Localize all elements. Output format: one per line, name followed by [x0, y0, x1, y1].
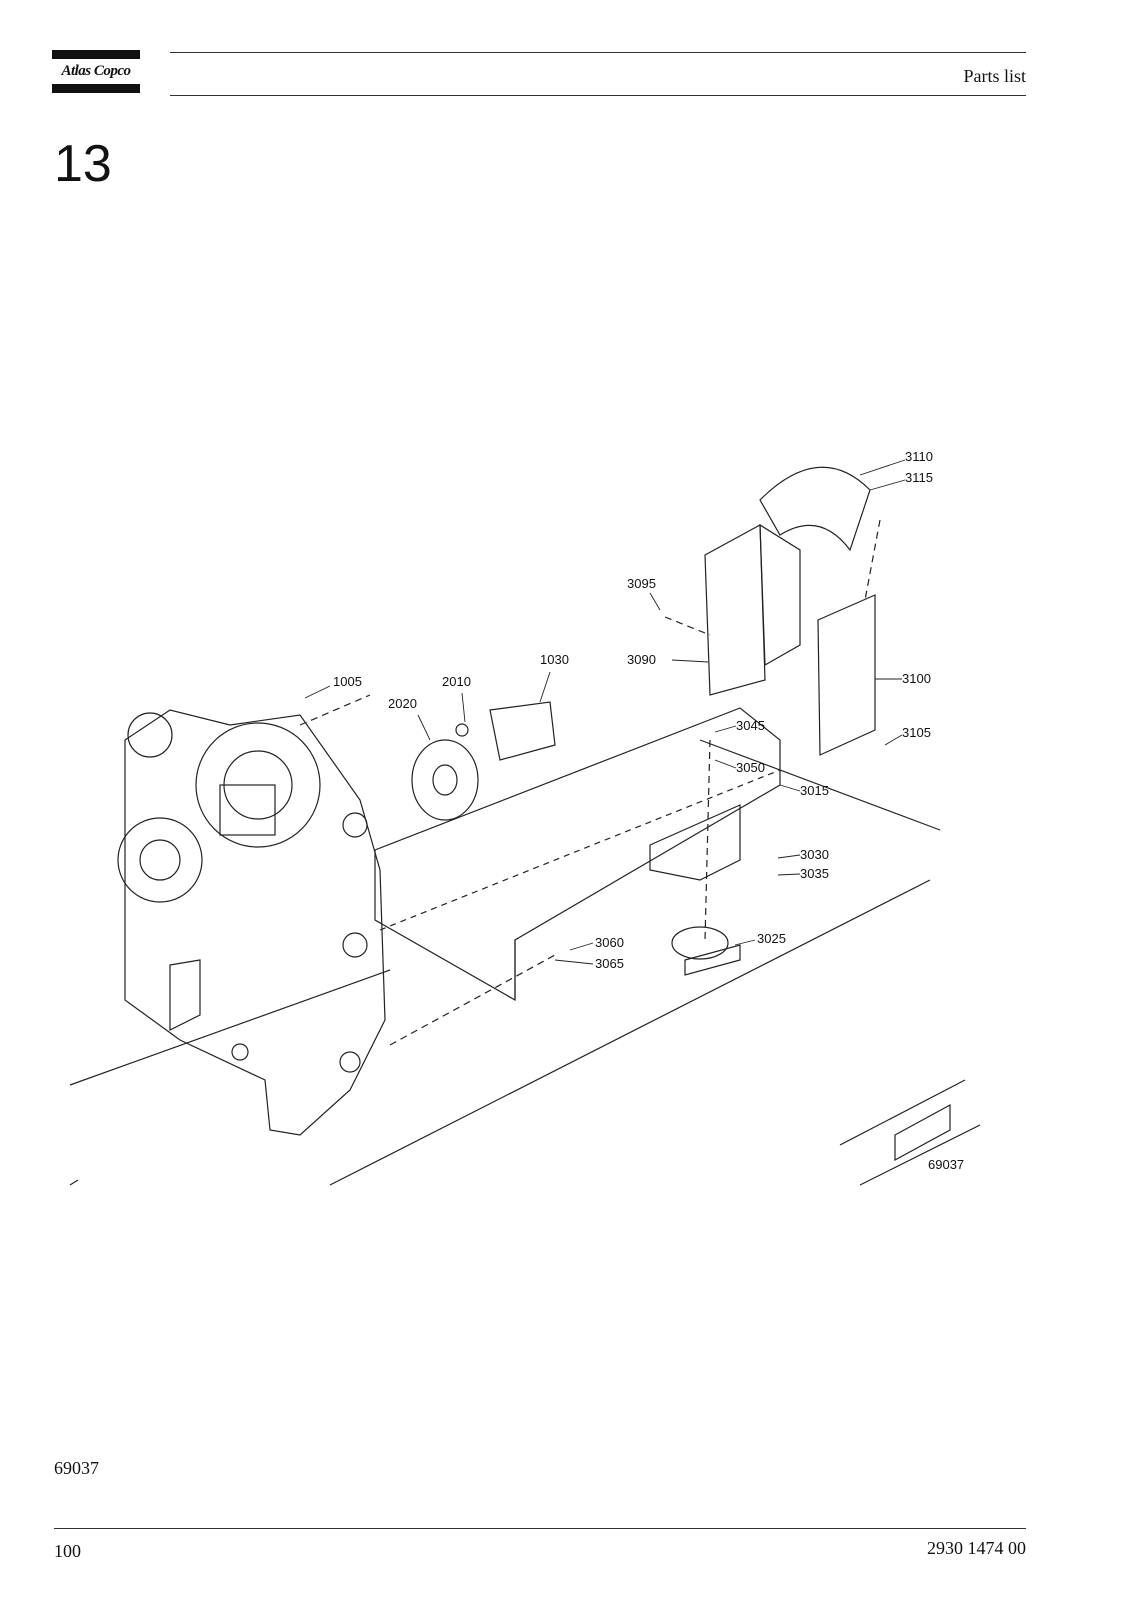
coupling-parts: [411, 701, 741, 976]
callout-3060: 3060: [595, 935, 624, 950]
page-number: 100: [54, 1541, 81, 1561]
gearbox-housing: [117, 709, 386, 1136]
assembly-lines: [299, 519, 881, 1046]
callout-3030: 3030: [800, 847, 829, 862]
callout-3045: 3045: [736, 718, 765, 733]
callout-2020: 2020: [388, 696, 417, 711]
drawing-reference: 69037: [54, 1458, 99, 1478]
callout-2010: 2010: [442, 674, 471, 689]
callout-3025: 3025: [757, 931, 786, 946]
document-number: 2930 1474 00: [927, 1538, 1026, 1558]
callout-3105: 3105: [902, 725, 931, 740]
header-rule-bottom: [170, 95, 1026, 96]
page-title: Parts list: [963, 66, 1026, 86]
callout-3100: 3100: [902, 671, 931, 686]
callout-1005: 1005: [333, 674, 362, 689]
callout-3015: 3015: [800, 783, 829, 798]
footer-rule: [54, 1528, 1026, 1529]
support-beam: [374, 707, 781, 1002]
callout-3090: 3090: [627, 652, 656, 667]
leader-lines: [304, 459, 906, 965]
callout-3110: 3110: [905, 449, 933, 464]
parts-drawing: 3110 3115 3095 3090 1030 2010 2020 1005 …: [60, 440, 1010, 1220]
drawing-number-in-figure: 69037: [928, 1157, 964, 1172]
logo-top-bar: [52, 50, 140, 59]
callout-3065: 3065: [595, 956, 624, 971]
atlas-copco-logo: Atlas Copco: [52, 50, 140, 94]
callout-3050: 3050: [736, 760, 765, 775]
logo-wordmark: Atlas Copco: [61, 63, 131, 79]
callout-3095: 3095: [627, 576, 656, 591]
header-rule-top: [170, 52, 1026, 53]
logo-bottom-bar: [52, 84, 140, 93]
chapter-number: 13: [54, 135, 112, 193]
callout-3115: 3115: [905, 470, 933, 485]
parts-drawing-svg: 3110 3115 3095 3090 1030 2010 2020 1005 …: [69, 449, 981, 1186]
callout-1030: 1030: [540, 652, 569, 667]
callout-3035: 3035: [800, 866, 829, 881]
base-frame: [69, 739, 981, 1186]
